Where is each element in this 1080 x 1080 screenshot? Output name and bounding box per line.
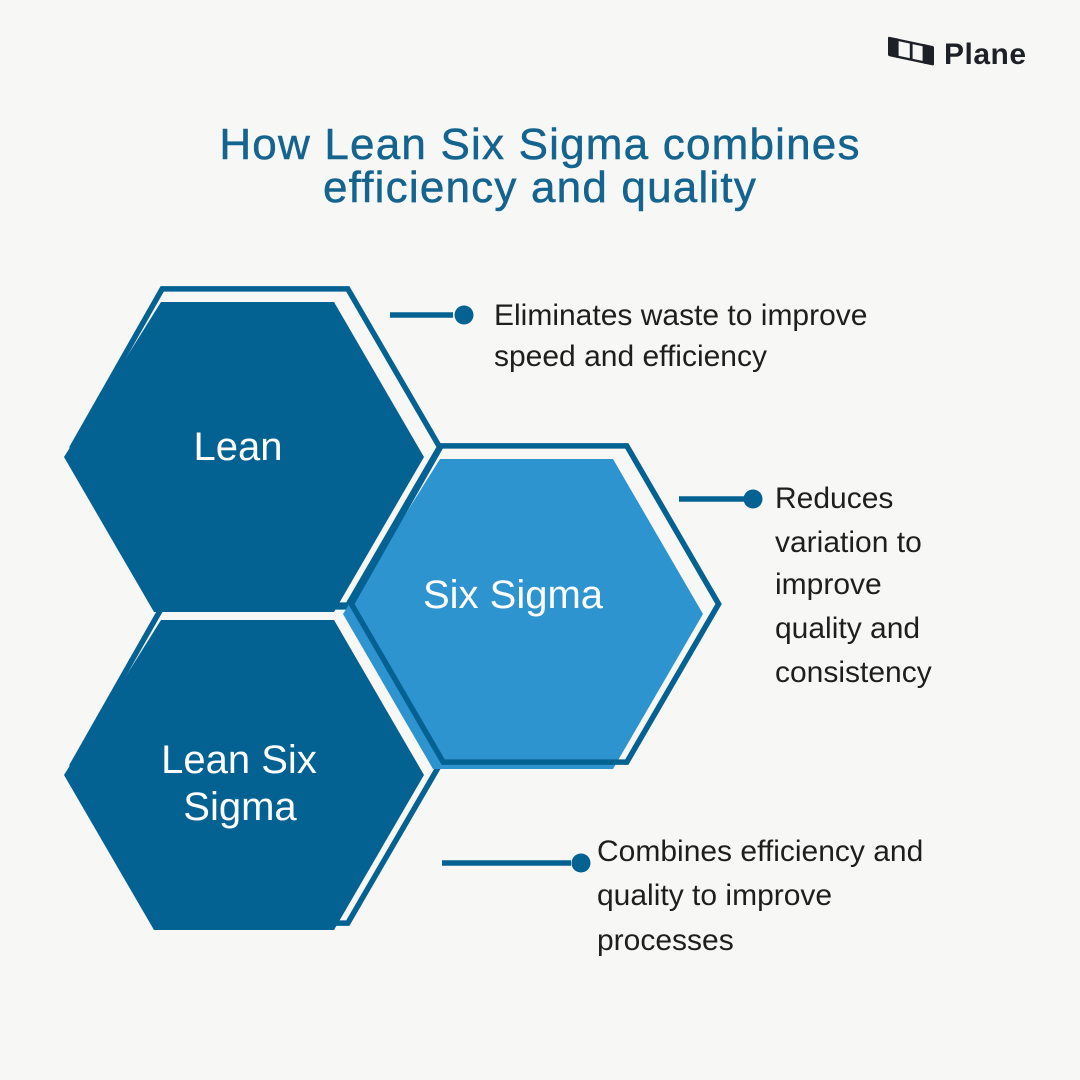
svg-text:variation to: variation to xyxy=(775,526,922,559)
svg-text:quality and: quality and xyxy=(775,612,920,645)
svg-text:Lean Six: Lean Six xyxy=(161,738,317,782)
svg-text:consistency: consistency xyxy=(775,656,932,689)
svg-text:quality to improve: quality to improve xyxy=(597,879,832,912)
svg-text:Lean: Lean xyxy=(194,425,283,469)
svg-text:efficiency and quality: efficiency and quality xyxy=(323,163,757,212)
svg-text:improve: improve xyxy=(775,568,882,601)
svg-text:Combines efficiency and: Combines efficiency and xyxy=(597,835,923,868)
svg-text:Six Sigma: Six Sigma xyxy=(423,573,604,617)
svg-text:Eliminates waste to improve: Eliminates waste to improve xyxy=(494,299,867,332)
svg-text:Reduces: Reduces xyxy=(775,482,893,515)
svg-text:Plane: Plane xyxy=(944,38,1027,71)
svg-text:Sigma: Sigma xyxy=(183,785,297,829)
svg-text:How Lean Six Sigma combines: How Lean Six Sigma combines xyxy=(219,120,860,169)
svg-text:processes: processes xyxy=(597,924,734,957)
svg-text:speed and efficiency: speed and efficiency xyxy=(494,340,767,373)
